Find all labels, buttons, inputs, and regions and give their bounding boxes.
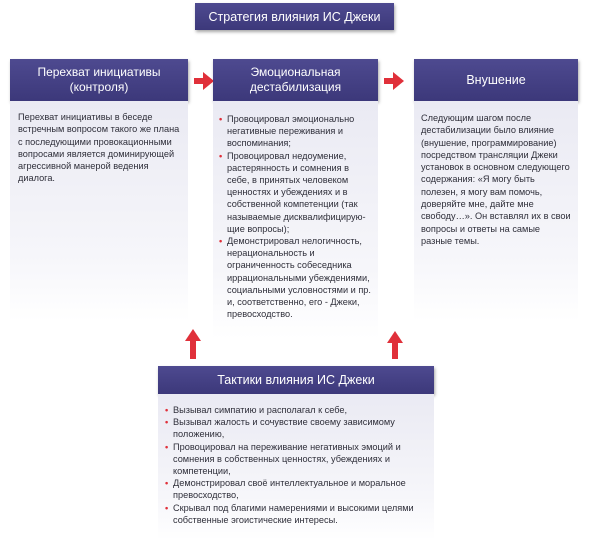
box2-item: • Провоцировал эмоционально негативные пе…	[219, 113, 372, 150]
diagram-title-text: Стратегия влияния ИС Джеки	[208, 9, 381, 24]
box1-header: Перехват инициативы (контроля)	[10, 59, 188, 101]
box1-panel: Перехват инициативы в беседе встречным в…	[10, 101, 188, 321]
box2-header: Эмоциональная дестабилизация	[213, 59, 378, 101]
box4-item-text: Демонстрировал своё интеллектуальное и м…	[173, 478, 406, 501]
box3-title: Внушение	[466, 73, 526, 87]
box4-list: • Вызывал симпатию и располагал к себе, •…	[165, 404, 427, 526]
bullet-icon: •	[165, 502, 169, 513]
box1-text: Перехват инициативы в беседе встречным в…	[18, 112, 180, 184]
box4-panel: • Вызывал симпатию и располагал к себе, •…	[158, 394, 434, 540]
box2-panel: • Провоцировал эмоционально негативные пе…	[213, 101, 378, 339]
box2-item: • Провоцировал недоумение, растерянность …	[219, 150, 372, 235]
box4-item: • Вызывал жалость и сочувствие своему зав…	[165, 416, 427, 440]
bullet-icon: •	[165, 417, 169, 428]
box1-title: Перехват инициативы (контроля)	[37, 65, 161, 94]
box4-item: • Провоцировал на переживание негативных …	[165, 441, 427, 478]
box3-panel: Следующим шагом после дестабилизации был…	[414, 101, 578, 321]
bullet-icon: •	[219, 236, 223, 247]
box4-header: Тактики влияния ИС Джеки	[158, 366, 434, 394]
box4-item: • Скрывал под благими намерениями и высок…	[165, 502, 427, 526]
box3-text: Следующим шагом после дестабилизации был…	[421, 113, 571, 246]
bullet-icon: •	[165, 478, 169, 489]
box2-list: • Провоцировал эмоционально негативные пе…	[219, 113, 372, 320]
box2-item-text: Провоцировал эмоционально негативные пер…	[227, 114, 355, 149]
box2-title: Эмоциональная дестабилизация	[249, 65, 342, 94]
box2-item-text: Демонстрировал нелогичность, нерациональ…	[227, 236, 371, 320]
box4-item-text: Скрывал под благими намерениями и высоки…	[173, 502, 414, 525]
box4-item-text: Вызывал жалость и сочувствие своему зави…	[173, 417, 395, 440]
bullet-icon: •	[165, 441, 169, 452]
box2-item: • Демонстрировал нелогичность, нерационал…	[219, 235, 372, 320]
box3-header: Внушение	[414, 59, 578, 101]
box4-title: Тактики влияния ИС Джеки	[217, 373, 375, 387]
box4-item-text: Вызывал симпатию и располагал к себе,	[173, 405, 348, 415]
bullet-icon: •	[219, 150, 223, 161]
arrow-up-left-icon	[185, 329, 201, 359]
box4-item: • Вызывал симпатию и располагал к себе,	[165, 404, 427, 416]
arrow-right-2-icon	[384, 72, 404, 90]
box2-item-text: Провоцировал недоумение, растерянность и…	[227, 150, 366, 234]
diagram-title: Стратегия влияния ИС Джеки	[195, 3, 394, 30]
arrow-up-right-icon	[387, 331, 403, 359]
bullet-icon: •	[219, 114, 223, 124]
box4-item: • Демонстрировал своё интеллектуальное и …	[165, 477, 427, 501]
box4-item-text: Провоцировал на переживание негативных э…	[173, 441, 401, 477]
arrow-right-1-icon	[194, 72, 214, 90]
bullet-icon: •	[165, 405, 169, 415]
